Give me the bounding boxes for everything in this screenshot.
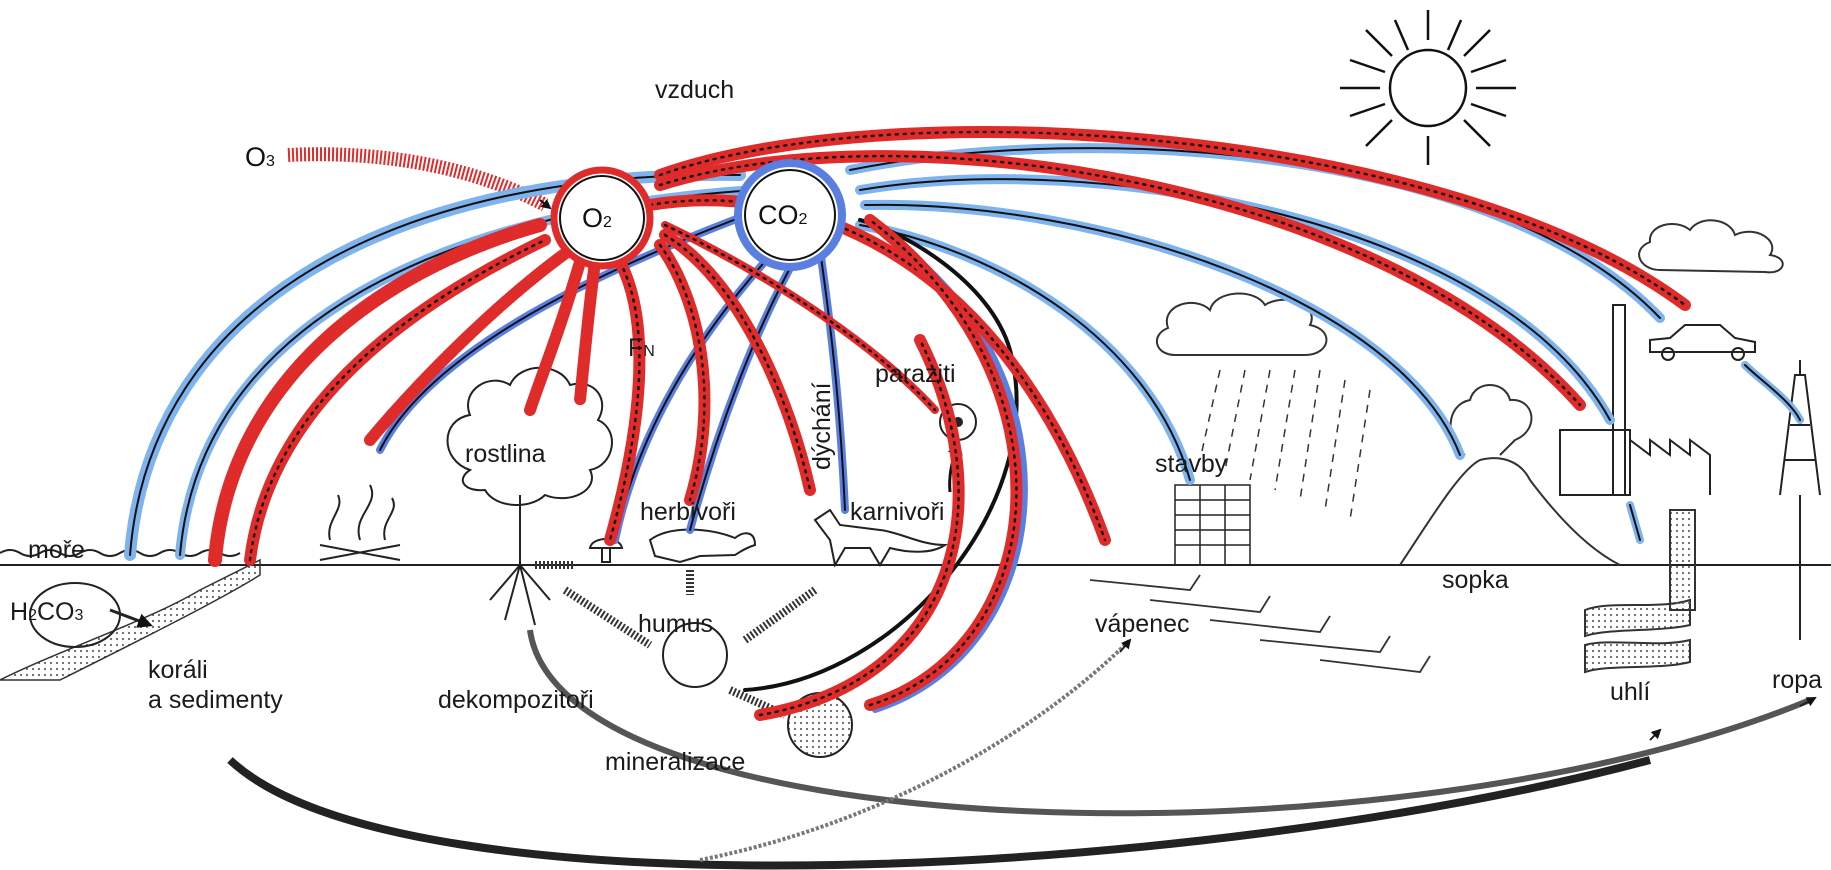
- carbonic-acid-subscript-2: 2: [28, 607, 37, 624]
- oxygen-label: O2: [582, 203, 612, 234]
- parasites-label: paraziti: [875, 360, 956, 388]
- sun-icon: [1340, 10, 1516, 165]
- soil-flow-arrows: [535, 561, 818, 719]
- co2-node: [734, 159, 846, 271]
- nitrogen-fixation-text: F: [628, 334, 644, 362]
- nitrogen-fixation-label: FN: [628, 336, 655, 361]
- coal-layers: [1584, 509, 1696, 674]
- coal-label: uhlí: [1610, 678, 1651, 706]
- car-icon: [1649, 324, 1756, 361]
- carbonic-acid-text-co: CO: [36, 598, 75, 626]
- carbonic-acid-arrow: [109, 608, 153, 628]
- ozone-text: O: [245, 142, 267, 172]
- oil-derrick-icon: [1779, 360, 1821, 640]
- sea-label: moře: [28, 536, 85, 564]
- sea-surface: [0, 549, 241, 557]
- oxygen-node: [550, 166, 654, 270]
- fox-icon: [813, 508, 949, 568]
- limestone-label: vápenec: [1095, 610, 1190, 638]
- buildings-label: stavby: [1155, 450, 1228, 478]
- building-icon: [1174, 484, 1251, 566]
- rain-lines: [1199, 369, 1371, 521]
- factory-icon: [1559, 304, 1711, 496]
- ozone-subscript: 3: [266, 153, 275, 170]
- plant-label: rostlina: [465, 440, 546, 468]
- decomposers-label: dekompozitoři: [438, 686, 594, 714]
- carbonic-acid-subscript-3: 3: [74, 607, 84, 624]
- oxygen-text: O: [582, 203, 604, 233]
- co2-node-inner: [744, 169, 836, 261]
- cloud-icon: [1638, 219, 1784, 274]
- corals-label-line1: koráli: [148, 656, 208, 684]
- decomposers-circle: [662, 622, 728, 688]
- herbivores-label: herbivoři: [640, 498, 736, 526]
- humus-label: humus: [638, 610, 714, 638]
- campfire-icon: [319, 484, 401, 561]
- co2-label: CO2: [758, 200, 807, 231]
- co2-subscript: 2: [798, 211, 808, 228]
- limestone-strata: [1089, 574, 1431, 673]
- ozone-label: O3: [245, 142, 275, 173]
- respiration-label: dýchání: [808, 382, 836, 470]
- nitrogen-fixation-subscript: N: [643, 343, 655, 360]
- volcano-label: sopka: [1442, 566, 1509, 594]
- o2-flows: [208, 126, 1691, 721]
- rain-cloud-icon: [1156, 292, 1328, 356]
- carnivores-label: karnivoři: [850, 498, 945, 526]
- mineralization-label: mineralizace: [605, 748, 746, 776]
- oxygen-node-inner: [559, 175, 645, 261]
- oil-label: ropa: [1772, 666, 1823, 694]
- coral-sediment-shore: [0, 558, 261, 681]
- corals-label-line2: a sedimenty: [148, 686, 283, 714]
- oxygen-subscript: 2: [603, 214, 612, 231]
- geological-arrows: [227, 629, 1817, 870]
- air-label: vzduch: [655, 76, 735, 104]
- carbonic-acid-label: H2CO3: [10, 600, 83, 625]
- tree-icon: [446, 366, 613, 626]
- rabbit-icon: [648, 528, 757, 564]
- co2-text: CO: [758, 200, 799, 230]
- volcano-icon: [1399, 384, 1621, 566]
- carbonic-acid-text-h: H: [10, 598, 29, 626]
